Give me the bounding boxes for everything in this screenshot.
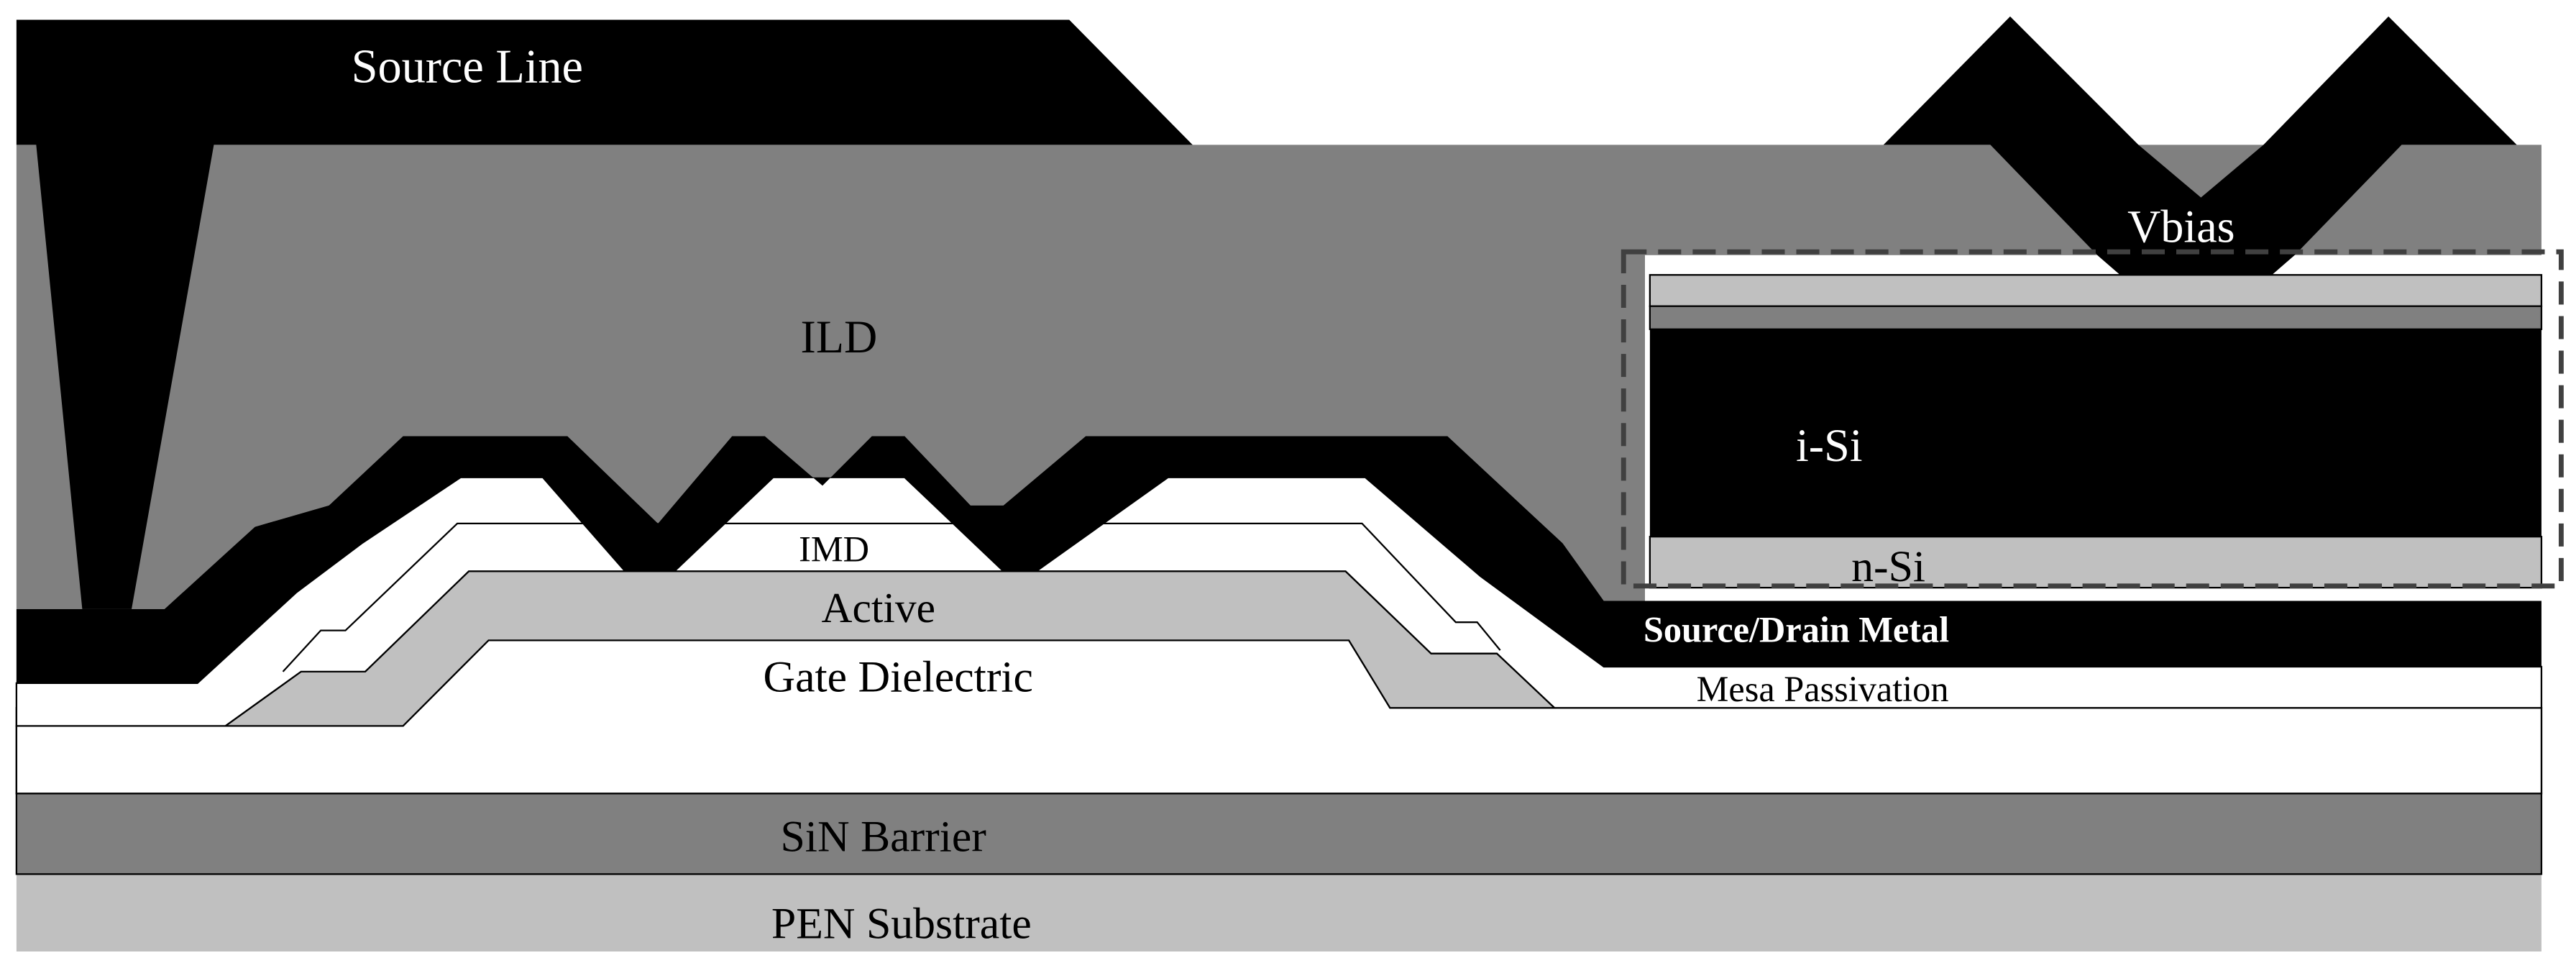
label-sin-barrier: SiN Barrier <box>780 812 986 861</box>
top-electrode-layer <box>1649 274 2543 307</box>
i-si-layer <box>1649 329 2541 537</box>
label-ild: ILD <box>801 311 878 362</box>
label-source-line: Source Line <box>352 40 583 93</box>
imd-boundary <box>282 522 1501 672</box>
label-n-si: n-Si <box>1851 542 1925 591</box>
pen-substrate-layer <box>16 872 2541 951</box>
n-si-layer <box>1649 536 2543 589</box>
source-line-metal <box>16 19 1193 609</box>
label-gate-dielectric: Gate Dielectric <box>764 652 1033 701</box>
label-pen-substrate: PEN Substrate <box>771 900 1032 949</box>
label-mesa-passivation: Mesa Passivation <box>1697 669 1949 709</box>
label-vbias: Vbias <box>2127 201 2234 252</box>
label-active: Active <box>822 584 936 631</box>
p-si-layer <box>1649 305 2543 330</box>
label-imd: IMD <box>799 529 869 570</box>
label-source-drain-metal: Source/Drain Metal <box>1644 610 1949 650</box>
ild-layer <box>16 145 2541 609</box>
label-gate: Gate <box>838 730 932 778</box>
vbias-metal <box>1883 16 2517 277</box>
label-i-si: i-Si <box>1796 420 1863 471</box>
photodiode-highlight-box <box>1621 249 2564 589</box>
source-drain-metal-layer <box>16 436 2541 683</box>
sin-barrier-layer <box>15 793 2543 875</box>
